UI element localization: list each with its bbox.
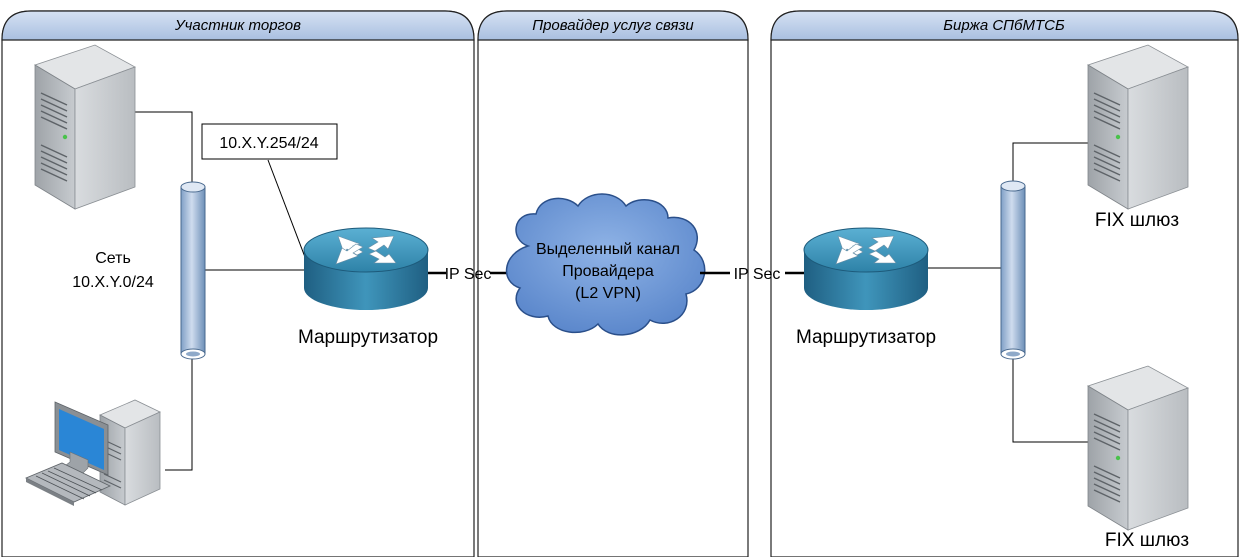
- exchange-router-icon: [803, 227, 929, 311]
- panel-title-provider: Провайдер услуг связи: [532, 17, 694, 34]
- ip-address-label: 10.X.Y.254/24: [219, 135, 318, 152]
- left-bus-icon: [180, 181, 206, 360]
- panel-title-participant: Участник торгов: [174, 17, 301, 34]
- fix-gateway-label-2: FIX шлюз: [1105, 530, 1189, 551]
- participant-router-label: Маршрутизатор: [298, 327, 438, 348]
- fix-gateway-server-icon-2: [1087, 365, 1189, 531]
- panel-title-exchange: Биржа СПбМТСБ: [943, 17, 1065, 34]
- right-links: [928, 142, 1090, 443]
- left-links: [135, 111, 309, 471]
- cloud-label-line1: Выделенный канал: [536, 241, 680, 258]
- workstation-icon: [25, 399, 161, 506]
- right-bus-icon: [1000, 180, 1026, 360]
- network-label-title: Сеть: [95, 250, 131, 267]
- left-ipsec-label: IP Sec: [445, 266, 492, 283]
- fix-gateway-server-icon-1: [1087, 44, 1189, 210]
- fix-gateway-label-1: FIX шлюз: [1095, 210, 1179, 231]
- participant-router-icon: [303, 227, 429, 311]
- network-label-subnet: 10.X.Y.0/24: [72, 274, 154, 291]
- right-ipsec-label: IP Sec: [734, 266, 781, 283]
- exchange-router-label: Маршрутизатор: [796, 327, 936, 348]
- participant-server-icon: [34, 44, 136, 210]
- cloud-label-line2: Провайдера: [562, 263, 654, 280]
- cloud-label-line3: (L2 VPN): [575, 285, 641, 302]
- provider-cloud-icon: [505, 193, 706, 336]
- ip-address-box: 10.X.Y.254/24: [201, 123, 338, 160]
